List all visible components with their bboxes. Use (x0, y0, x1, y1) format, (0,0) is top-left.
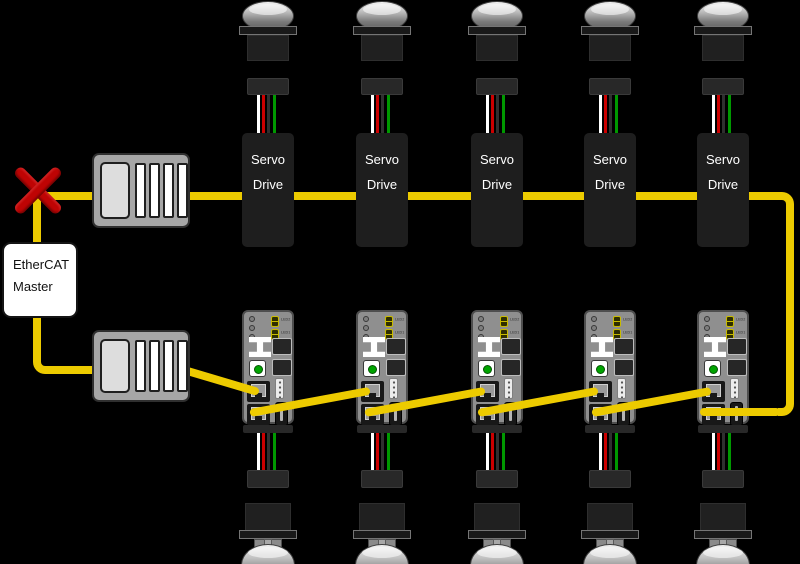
servo-drive-box: Servo Drive (584, 133, 636, 247)
reset-button (591, 360, 608, 377)
connector-block (272, 359, 292, 376)
ethernet-port-in (589, 381, 612, 402)
pin-header (504, 378, 513, 399)
red-x-broken-connection-icon (12, 164, 64, 216)
vendor-logo-icon (704, 337, 726, 357)
master-uplink-cable (33, 194, 41, 242)
ethercat-controller-board: LED2 LED1 (697, 310, 749, 426)
coupler-head (100, 162, 130, 219)
servo-drive-box: Servo Drive (356, 133, 408, 247)
axis-column: Servo Drive LED2 LED1 (581, 0, 639, 564)
led-indicator (385, 316, 393, 327)
axis-column: Servo Drive LED2 LED1 (694, 0, 752, 564)
reset-button (704, 360, 721, 377)
axis-column: Servo Drive LED2 LED1 (353, 0, 411, 564)
connector-block (272, 338, 292, 355)
servo-drive-box: Servo Drive (242, 133, 294, 247)
motor-disc (241, 544, 295, 564)
wire-white (257, 95, 260, 133)
cable-elbow (33, 358, 49, 374)
led-indicator (613, 316, 621, 327)
wire-black (267, 95, 270, 133)
return-cable-to-controller5 (700, 408, 780, 416)
reset-button (363, 360, 380, 377)
cable-elbow (778, 400, 794, 416)
axis-column: Servo Drive LED2 LED1 (468, 0, 526, 564)
pin-header (617, 378, 626, 399)
servo-drive-box: Servo Drive (697, 133, 749, 247)
cable-elbow (778, 192, 794, 208)
master-label-line2: Master (13, 279, 53, 294)
ethercat-master-box: EtherCAT Master (2, 242, 78, 318)
wire-red (262, 95, 265, 133)
bus-coupler-bottom (92, 330, 190, 402)
wire-green (273, 95, 276, 133)
coupler-head (100, 339, 130, 393)
vendor-logo-icon (591, 337, 613, 357)
vendor-logo-icon (363, 337, 385, 357)
vendor-logo-icon (249, 337, 271, 357)
led-indicator (726, 316, 734, 327)
reset-button (478, 360, 495, 377)
pin-header (389, 378, 398, 399)
led-indicator (271, 316, 279, 327)
servo-drive-box: Servo Drive (471, 133, 523, 247)
ethernet-port-in (361, 381, 384, 402)
vendor-logo-icon (478, 337, 500, 357)
master-downlink-cable (33, 317, 41, 362)
axis-column: Servo Drive LED2 LED1 (239, 0, 297, 564)
return-cable-vertical (786, 206, 794, 402)
pin-header (275, 378, 284, 399)
bus-coupler-top (92, 153, 190, 228)
reset-button (249, 360, 266, 377)
pin-header (730, 378, 739, 399)
master-label-line1: EtherCAT (13, 257, 70, 272)
master-to-coupler-cable (47, 366, 96, 374)
led-indicator (500, 316, 508, 327)
